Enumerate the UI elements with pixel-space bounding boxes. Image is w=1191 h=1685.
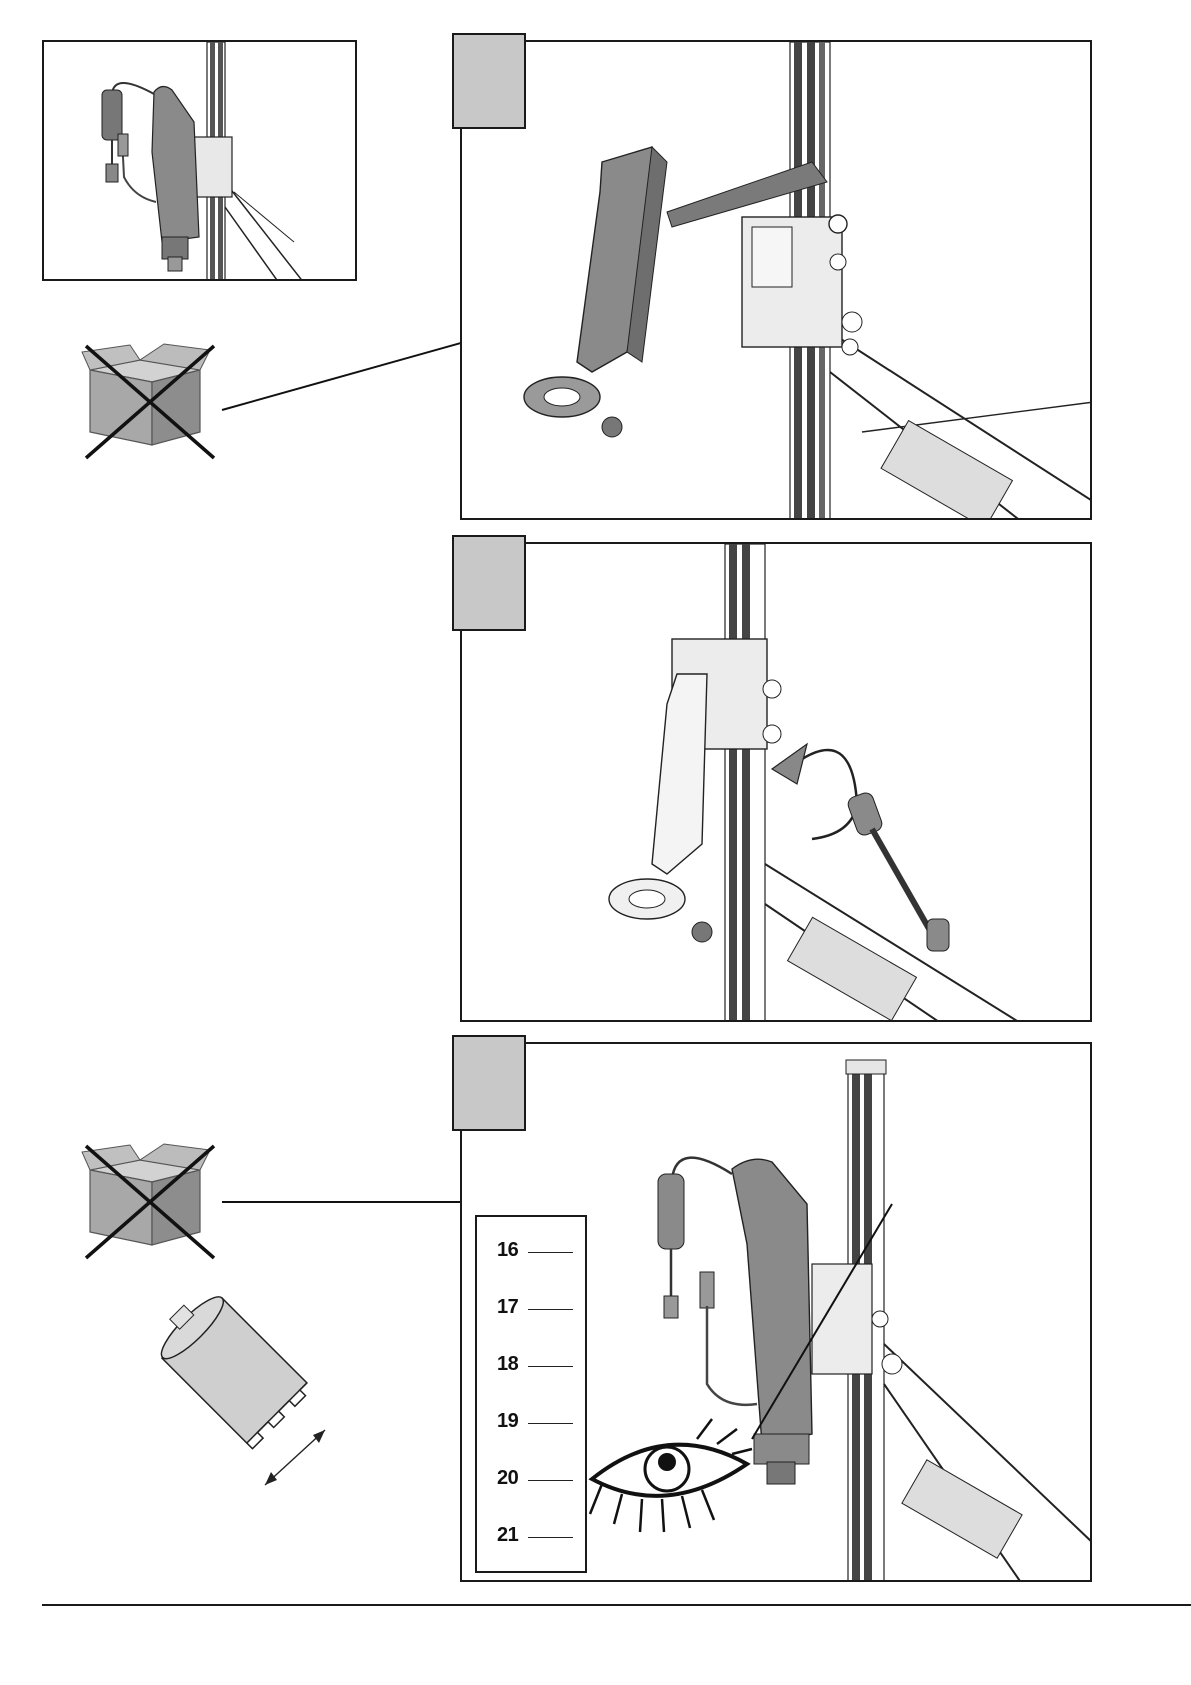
page-bottom-rule	[42, 1604, 1191, 1606]
scale-label: 20	[497, 1467, 518, 1490]
step-frame-2	[460, 542, 1092, 1022]
scale-tick	[528, 1423, 573, 1424]
scale-label: 21	[497, 1524, 518, 1547]
scale-row: 20	[497, 1467, 577, 1493]
scale-row: 19	[497, 1410, 577, 1436]
scale-row: 18	[497, 1353, 577, 1379]
core-drill-bit-icon	[115, 1290, 335, 1500]
scale-label: 17	[497, 1296, 518, 1319]
scale-tick	[528, 1537, 573, 1538]
bracket-mounting-illustration	[462, 42, 1092, 520]
scale-tick	[528, 1366, 573, 1367]
rotate-arrow-icon	[772, 744, 857, 839]
scale-label: 19	[497, 1410, 518, 1433]
scale-label: 16	[497, 1239, 518, 1262]
scale-tick	[528, 1480, 573, 1481]
scale-row: 17	[497, 1296, 577, 1322]
scale-row: 21	[497, 1524, 577, 1550]
eye-icon	[590, 1419, 752, 1532]
step-tab-3	[452, 1035, 526, 1131]
scale-tick	[528, 1309, 573, 1310]
scale-row: 16	[497, 1239, 577, 1265]
step-tab-2	[452, 535, 526, 631]
position-scale: 16 17 18 19 20 21	[475, 1215, 587, 1573]
crossed-out-box-icon	[82, 1140, 222, 1260]
step-frame-1	[460, 40, 1092, 520]
bracket-tightening-illustration	[462, 544, 1092, 1022]
scale-label: 18	[497, 1353, 518, 1376]
step-tab-1	[452, 33, 526, 129]
scale-tick	[528, 1252, 573, 1253]
